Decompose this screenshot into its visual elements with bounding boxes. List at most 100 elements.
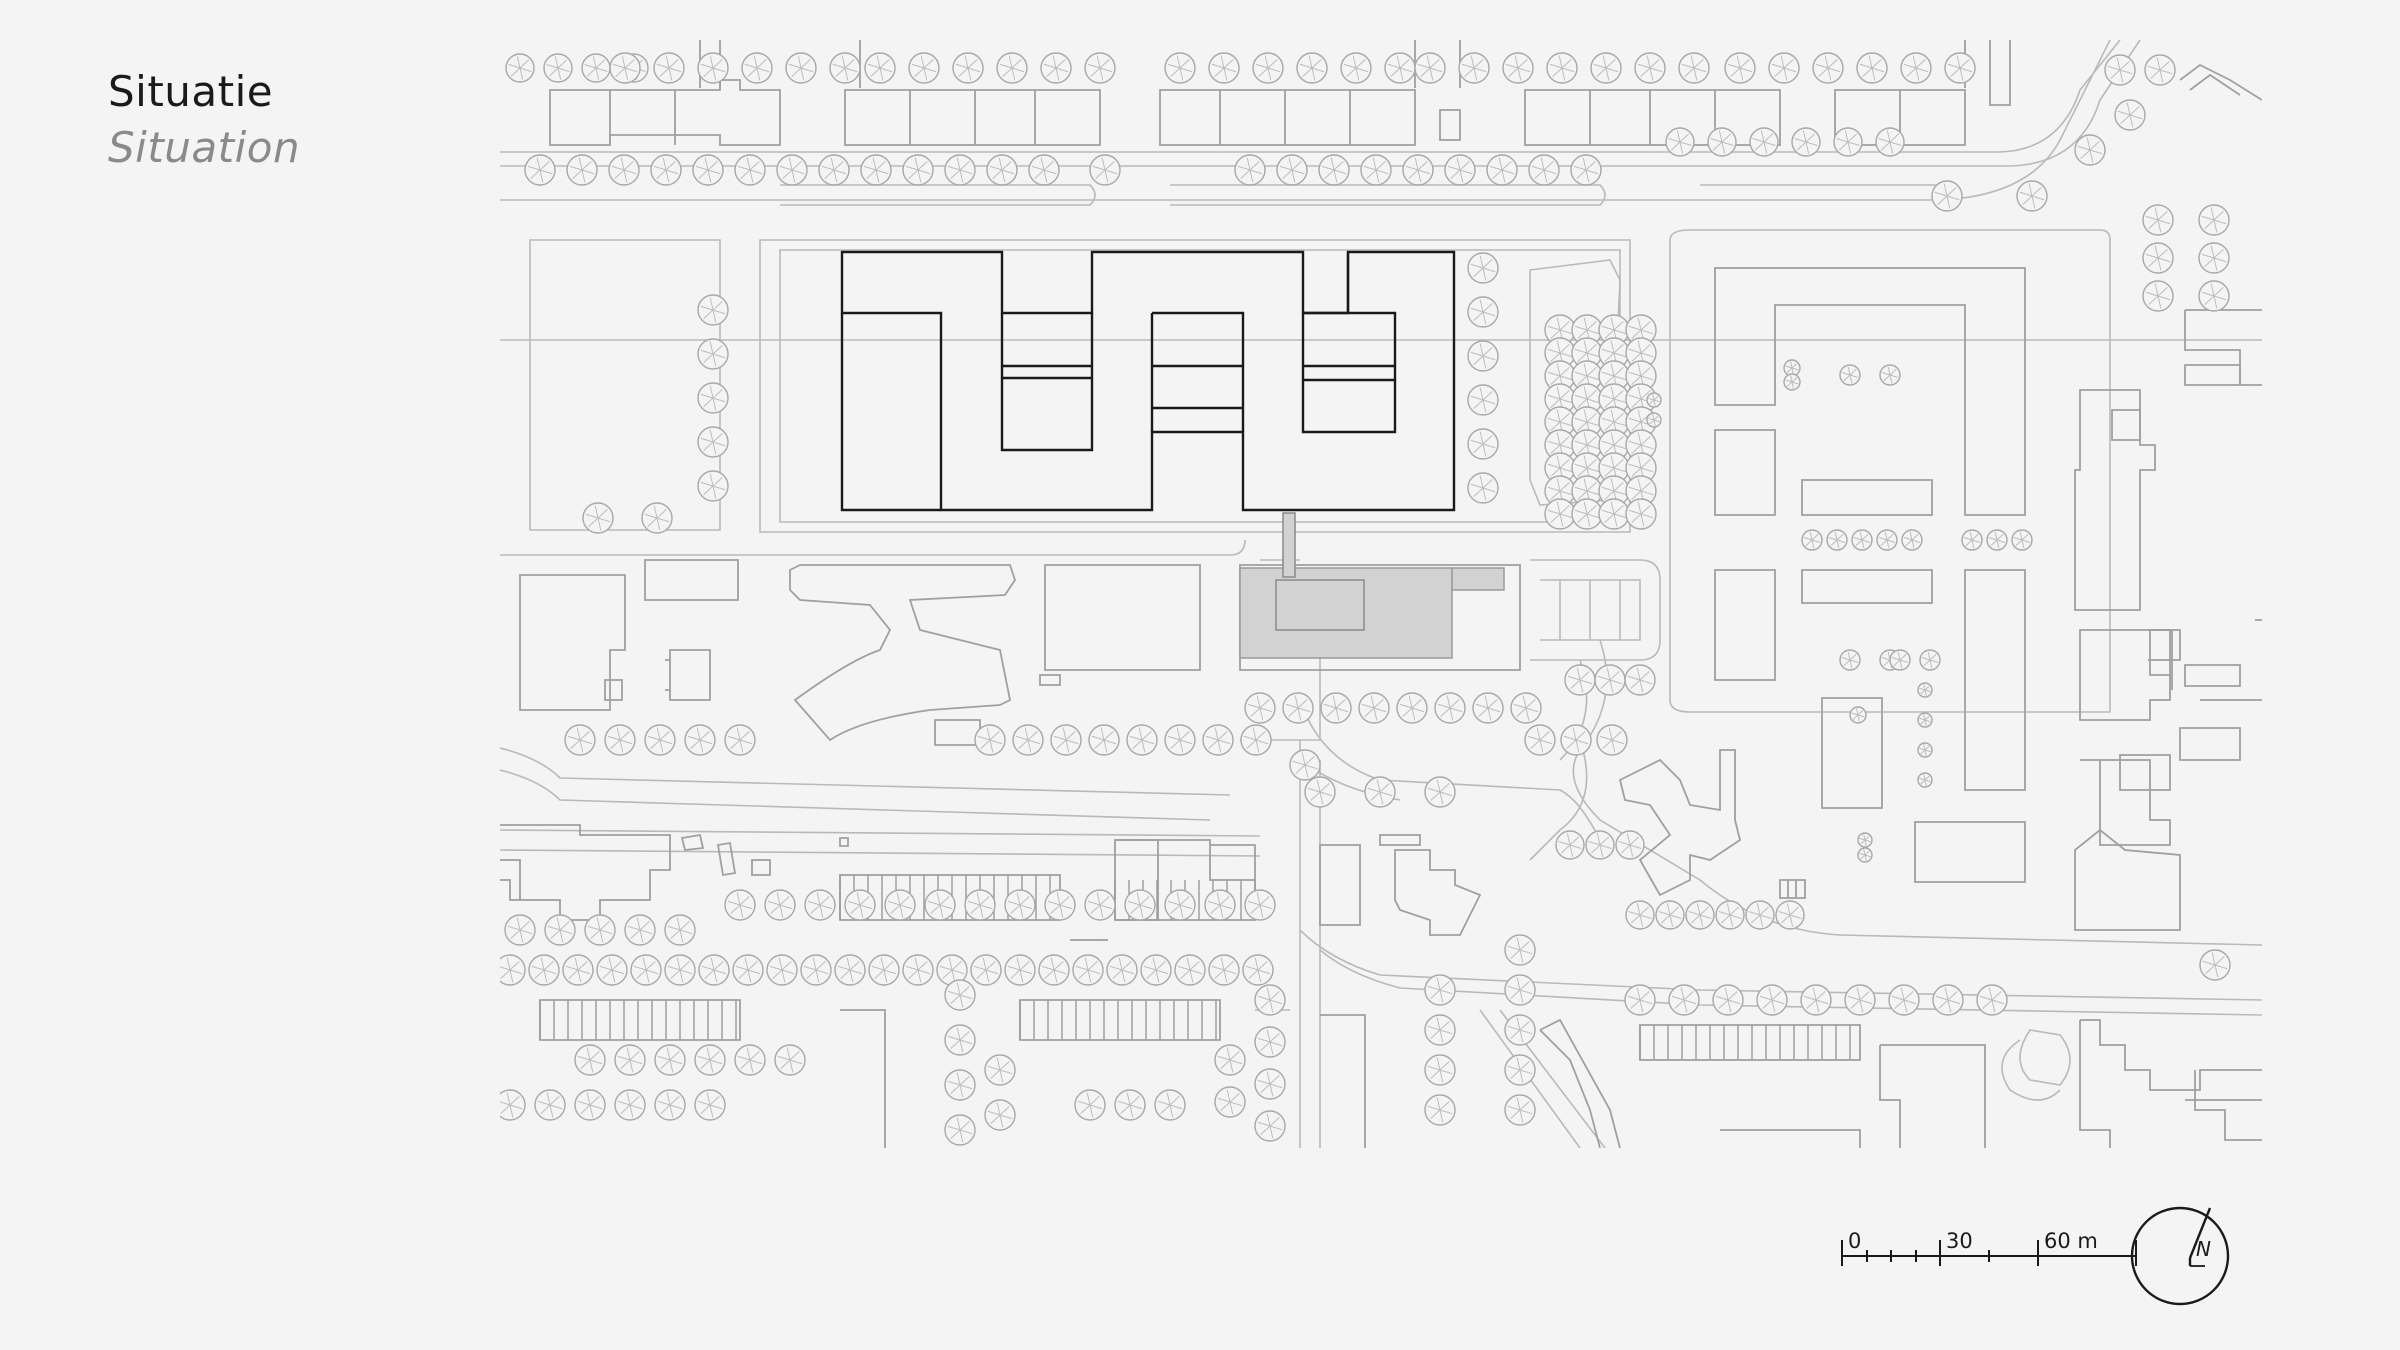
tree-icon [902, 954, 934, 986]
north-arrow-icon [2130, 1206, 2230, 1306]
tree-icon [1857, 832, 1873, 848]
tree-icon [614, 1089, 646, 1121]
tree-icon [1360, 154, 1392, 186]
tree-icon [524, 154, 556, 186]
tree-icon [1839, 364, 1861, 386]
tree-icon [1044, 889, 1076, 921]
scale-tick-60: 60 m [2044, 1229, 2098, 1253]
tree-icon [1467, 384, 1499, 416]
tree-icon [604, 724, 636, 756]
tree-icon [1502, 52, 1534, 84]
tree-icon [1364, 776, 1396, 808]
tree-icon [1833, 127, 1863, 157]
tree-icon [1424, 776, 1456, 808]
tree-icon [1668, 984, 1700, 1016]
tree-icon [1472, 692, 1504, 724]
tree-icon [1240, 724, 1272, 756]
tree-icon [1849, 706, 1867, 724]
tree-icon [1088, 724, 1120, 756]
tree-icon [1665, 127, 1695, 157]
tree-icon [944, 1114, 976, 1146]
tree-icon [1560, 724, 1592, 756]
tree-icon [1289, 749, 1321, 781]
tree-icon [1208, 954, 1240, 986]
project-building [840, 250, 1456, 512]
tree-icon [741, 52, 773, 84]
tree-icon [630, 954, 662, 986]
tree-icon [1625, 498, 1657, 530]
tree-icon [566, 154, 598, 186]
tree-icon [1208, 52, 1240, 84]
tree-icon [1467, 296, 1499, 328]
tree-icon [1214, 1044, 1246, 1076]
tree-icon [1234, 154, 1266, 186]
tree-icon [732, 954, 764, 986]
tree-icon [1889, 649, 1911, 671]
tree-icon [984, 1054, 1016, 1086]
tree-icon [2142, 204, 2174, 236]
tree-icon [2198, 242, 2230, 274]
tree-icon [608, 154, 640, 186]
tree-icon [562, 954, 594, 986]
tree-icon [1004, 954, 1036, 986]
tree-icon [986, 154, 1018, 186]
tree-icon [697, 426, 729, 458]
tree-icon [860, 154, 892, 186]
tree-icon [944, 1069, 976, 1101]
tree-icon [584, 914, 616, 946]
tree-icon [1961, 529, 1983, 551]
tree-icon [1504, 934, 1536, 966]
tree-icon [1931, 180, 1963, 212]
tree-icon [964, 889, 996, 921]
tree-icon [2104, 54, 2136, 86]
tree-icon [1072, 954, 1104, 986]
tree-icon [834, 954, 866, 986]
tree-icon [1555, 830, 1585, 860]
tree-icon [724, 724, 756, 756]
tree-icon [697, 52, 729, 84]
tree-icon [1244, 692, 1276, 724]
tree-icon [1164, 724, 1196, 756]
tree-icon [1585, 830, 1615, 860]
tree-icon [1340, 52, 1372, 84]
tree-icon [1012, 724, 1044, 756]
tree-icon [1856, 52, 1888, 84]
tree-icon [724, 889, 756, 921]
tree-icon [1571, 383, 1603, 415]
context-map [500, 40, 2262, 1148]
tree-icon [2074, 134, 2106, 166]
tree-icon [1879, 364, 1901, 386]
tree-icon [694, 1089, 726, 1121]
tree-icon [1202, 724, 1234, 756]
tree-icon [1140, 954, 1172, 986]
tree-icon [1424, 1094, 1456, 1126]
tree-icon [1685, 900, 1715, 930]
tree-icon [1174, 954, 1206, 986]
tree-icon [1546, 52, 1578, 84]
tree-icon [1615, 830, 1645, 860]
tree-icon [1596, 724, 1628, 756]
tree-icon [1424, 974, 1456, 1006]
tree-icon [1783, 373, 1801, 391]
tree-icon [1282, 692, 1314, 724]
tree-icon [1038, 954, 1070, 986]
tree-icon [1254, 1110, 1286, 1142]
tree-icon [908, 52, 940, 84]
tree-icon [776, 154, 808, 186]
title-secondary: Situation [108, 123, 301, 172]
tree-icon [1851, 529, 1873, 551]
tree-icon [1598, 498, 1630, 530]
tree-icon [1276, 154, 1308, 186]
tree-icon [1598, 314, 1630, 346]
tree-icon [1074, 1089, 1106, 1121]
tree-icon [500, 1089, 526, 1121]
tree-icon [654, 1089, 686, 1121]
tree-icon [1826, 529, 1848, 551]
tree-icon [684, 724, 716, 756]
tree-icon [924, 889, 956, 921]
tree-icon [2016, 180, 2048, 212]
tree-icon [574, 1089, 606, 1121]
tree-icon [1486, 154, 1518, 186]
tree-icon [564, 724, 596, 756]
tree-icon [1783, 359, 1801, 377]
